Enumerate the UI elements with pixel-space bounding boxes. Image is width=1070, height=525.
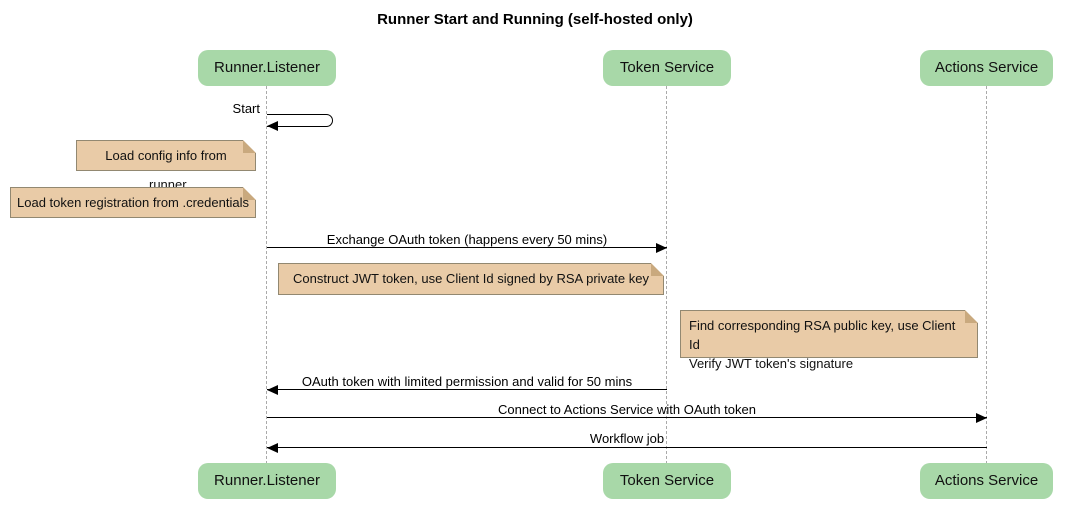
lifeline-runner-listener — [266, 86, 267, 464]
participant-actions-service-top: Actions Service — [920, 50, 1053, 86]
lifeline-token-service — [666, 86, 667, 464]
note-construct-jwt: Construct JWT token, use Client Id signe… — [278, 263, 664, 295]
note-verify-jwt-line-2: Verify JWT token's signature — [689, 356, 854, 371]
message-workflow-job-arrowhead-icon — [267, 443, 278, 453]
lifeline-actions-service — [986, 86, 987, 464]
note-verify-jwt-line-1: Find corresponding RSA public key, use C… — [689, 318, 956, 352]
participant-runner-listener-top: Runner.Listener — [198, 50, 336, 86]
participant-runner-listener-bottom: Runner.Listener — [198, 463, 336, 499]
diagram-title: Runner Start and Running (self-hosted on… — [377, 11, 693, 28]
note-load-config: Load config info from .runner — [76, 140, 256, 192]
message-connect-actions-label: Connect to Actions Service with OAuth to… — [498, 402, 756, 417]
participant-token-service-top: Token Service — [603, 50, 731, 86]
message-connect-actions-arrowhead-icon — [976, 413, 987, 423]
message-start-self-loop — [267, 114, 333, 127]
participant-actions-service-bottom: Actions Service — [920, 463, 1053, 499]
message-oauth-token-back-arrowhead-icon — [267, 385, 278, 395]
message-oauth-token-back-label: OAuth token with limited permission and … — [301, 374, 633, 389]
note-verify-jwt: Find corresponding RSA public key, use C… — [680, 310, 978, 371]
message-oauth-token-back-line — [267, 389, 667, 390]
message-start-arrowhead-icon — [267, 121, 278, 131]
message-workflow-job-line — [267, 447, 987, 448]
message-start-label: Start — [232, 101, 260, 116]
participant-token-service-bottom: Token Service — [603, 463, 731, 499]
message-exchange-oauth-line — [267, 247, 667, 248]
message-connect-actions-line — [267, 417, 987, 418]
message-exchange-oauth-arrowhead-icon — [656, 243, 667, 253]
note-load-token-registration: Load token registration from .credential… — [10, 187, 256, 218]
message-workflow-job-label: Workflow job — [589, 431, 665, 446]
message-exchange-oauth-label: Exchange OAuth token (happens every 50 m… — [326, 232, 608, 247]
